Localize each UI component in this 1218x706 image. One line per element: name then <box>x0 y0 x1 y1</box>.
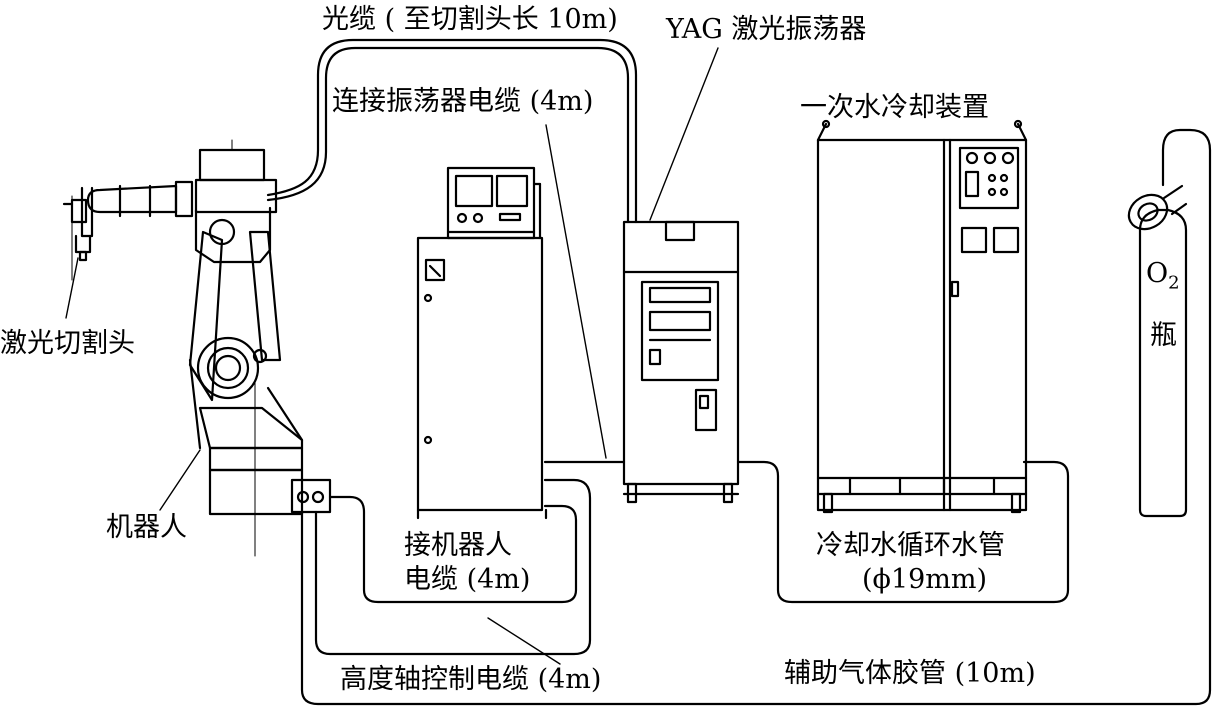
robot-cable <box>330 497 576 602</box>
yag-leader <box>650 48 718 220</box>
robot-cable-label-line1: 接机器人 <box>404 530 512 561</box>
cooling-pipe-label-line2: (ϕ19mm) <box>862 564 988 595</box>
yag-oscillator-label: YAG 激光振荡器 <box>666 14 867 45</box>
junction-box <box>292 480 330 512</box>
cooling-pipe-label-line1: 冷却水循环水管 <box>816 530 1005 561</box>
height-axis-cable-label: 高度轴控制电缆 (4m) <box>340 664 602 695</box>
bottle-label: 瓶 <box>1150 320 1177 351</box>
robot-cable-label-line2: 电缆 (4m) <box>404 564 531 595</box>
laser-head-leader <box>66 258 78 318</box>
laser-head-label: 激光切割头 <box>0 328 135 359</box>
oscillator-cable-leader <box>546 125 606 458</box>
fiber-cable-label: 光缆 ( 至切割头长 10m) <box>322 4 618 35</box>
oscillator-cable-label: 连接振荡器电缆 (4m) <box>332 86 594 117</box>
cooling-unit-drawing <box>818 121 1026 512</box>
o2-label: O2 <box>1146 260 1180 292</box>
primary-cooling-label: 一次水冷却装置 <box>800 92 989 123</box>
o2-subscript: 2 <box>1168 272 1180 294</box>
fiber-cable <box>268 40 636 222</box>
height-axis-leader <box>488 618 560 664</box>
robot-controller <box>418 168 546 518</box>
robot-drawing <box>64 140 302 556</box>
robot-leader <box>160 450 200 510</box>
fiber-cable-inner <box>268 48 628 222</box>
aux-gas-hose-label: 辅助气体胶管 (10m) <box>784 658 1036 689</box>
robot-label: 机器人 <box>106 512 187 543</box>
cooling-pipe <box>738 462 1068 602</box>
yag-oscillator-drawing <box>624 222 738 502</box>
aux-gas-hose <box>302 130 1210 704</box>
height-axis-cable <box>316 480 590 654</box>
o2-symbol: O <box>1146 258 1169 289</box>
o2-bottle-drawing <box>1123 186 1186 516</box>
